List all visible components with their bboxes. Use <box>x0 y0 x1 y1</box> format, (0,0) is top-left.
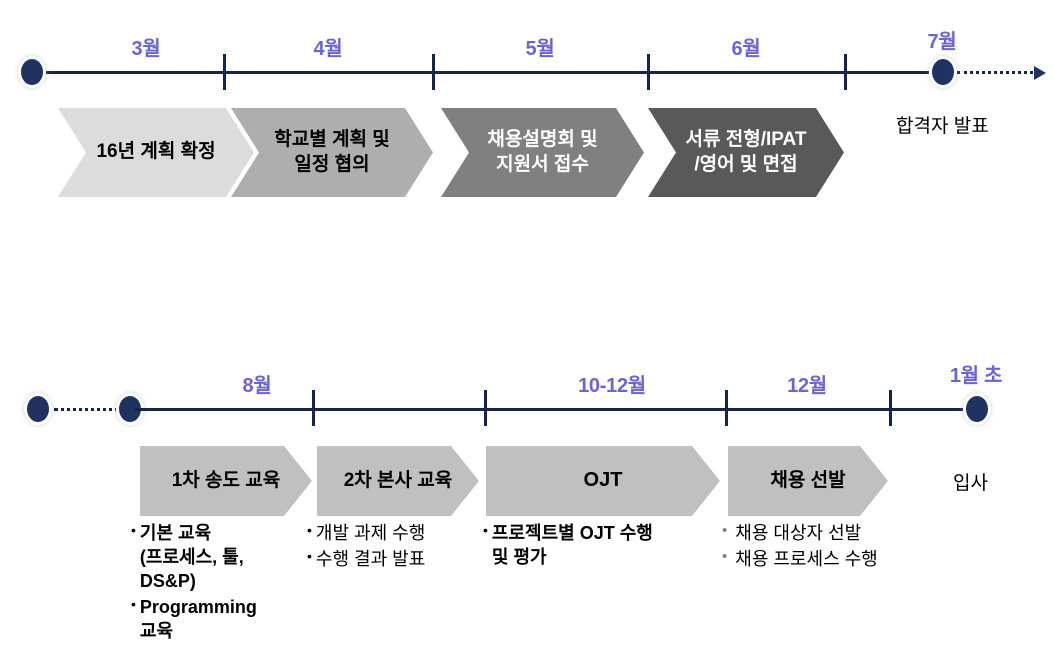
list-item-text: 수행 결과 발표 <box>315 549 426 570</box>
bottom-phase-label-3: 채용 선발 <box>770 469 846 491</box>
bottom-detail-group-0: • 기본 교육 (프로세스, 툴, DS&P) • Programming 교육 <box>131 521 311 646</box>
bottom-phase-chevron-3[interactable]: 채용 선발 <box>728 446 888 516</box>
top-phase-chevron-3[interactable]: 서류 전형/IPAT /영어 및 면접 <box>648 108 844 197</box>
top-month-label-1: 4월 <box>313 38 343 60</box>
top-phase-chevron-2[interactable]: 채용설명회 및 지원서 접수 <box>441 108 644 197</box>
top-start-node <box>21 59 43 85</box>
top-axis-arrow-icon <box>1034 66 1046 80</box>
top-end-note: 합격자 발표 <box>896 116 989 137</box>
bottom-axis-tick <box>484 390 487 426</box>
top-month-label-3: 6월 <box>731 38 761 60</box>
bottom-month-label-2: 12월 <box>787 375 827 397</box>
top-phase-chevron-0[interactable]: 16년 계획 확정 <box>58 108 254 197</box>
top-axis-tick <box>432 54 435 90</box>
list-item-text: 채용 대상자 선발 <box>735 523 862 543</box>
bottom-end-note: 입사 <box>953 473 988 494</box>
top-axis-line <box>28 71 946 74</box>
bullet-icon: • <box>307 522 312 538</box>
bottom-phase-label-1: 2차 본사 교육 <box>343 469 453 491</box>
bullet-icon: • <box>722 548 728 566</box>
bottom-phase-chevron-1[interactable]: 2차 본사 교육 <box>317 446 479 516</box>
list-item-text: Programming 교육 <box>139 597 257 642</box>
top-phase-label-1: 학교별 계획 및 일정 협의 <box>274 129 390 175</box>
list-item: • 개발 과제 수행 <box>307 521 487 545</box>
list-item: • 수행 결과 발표 <box>307 547 487 571</box>
bottom-month-label-0: 8월 <box>242 375 272 397</box>
top-axis-tick <box>844 54 847 90</box>
bullet-icon: • <box>483 522 488 538</box>
top-axis-dotted-tail <box>957 71 1033 74</box>
bottom-axis-dotted-lead <box>54 408 126 411</box>
list-item-text: 기본 교육 (프로세스, 툴, DS&P) <box>139 523 244 592</box>
top-phase-label-2: 채용설명회 및 지원서 접수 <box>487 129 598 175</box>
list-item: • 채용 프로세스 수행 <box>722 547 952 571</box>
bottom-detail-group-3: • 채용 대상자 선발 • 채용 프로세스 수행 <box>722 521 952 573</box>
top-phase-label-0: 16년 계획 확정 <box>96 141 216 163</box>
list-item: • 채용 대상자 선발 <box>722 521 952 545</box>
top-axis-tick <box>647 54 650 90</box>
list-item-text: 프로젝트별 OJT 수행 및 평가 <box>491 523 653 568</box>
top-month-label-2: 5월 <box>525 38 555 60</box>
bottom-month-label-1: 10-12월 <box>578 375 646 397</box>
bottom-phase-chevron-0[interactable]: 1차 송도 교육 <box>140 446 312 516</box>
top-phase-label-3: 서류 전형/IPAT /영어 및 면접 <box>685 129 807 175</box>
list-item: • 기본 교육 (프로세스, 툴, DS&P) <box>131 521 311 593</box>
top-month-label-4: 7월 <box>927 31 957 53</box>
bottom-axis-tick <box>889 390 892 426</box>
bottom-month-label-3: 1월 초 <box>949 365 1003 387</box>
bottom-axis-tick <box>312 390 315 426</box>
bottom-detail-group-2: • 프로젝트별 OJT 수행 및 평가 <box>483 521 703 571</box>
bullet-icon: • <box>131 596 136 613</box>
top-phase-chevron-1[interactable]: 학교별 계획 및 일정 협의 <box>231 108 433 197</box>
list-item: • Programming 교육 <box>131 595 311 643</box>
bottom-axis-tick <box>725 390 728 426</box>
list-item: • 프로젝트별 OJT 수행 및 평가 <box>483 521 703 569</box>
bottom-phase-label-2: OJT <box>583 469 623 492</box>
list-item-text: 개발 과제 수행 <box>315 523 426 543</box>
bottom-phase-label-0: 1차 송도 교육 <box>171 469 281 491</box>
bullet-icon: • <box>131 522 136 538</box>
bottom-prior-node <box>27 396 49 422</box>
bullet-icon: • <box>722 522 728 539</box>
bottom-axis-line <box>134 408 982 411</box>
list-item-text: 채용 프로세스 수행 <box>735 549 878 570</box>
bottom-end-node <box>966 396 988 422</box>
top-end-node <box>932 59 954 85</box>
top-axis-tick <box>223 54 226 90</box>
bottom-start-node <box>119 396 141 422</box>
top-month-label-0: 3월 <box>131 38 161 60</box>
bottom-phase-chevron-2[interactable]: OJT <box>486 446 720 516</box>
bullet-icon: • <box>307 548 312 565</box>
bottom-detail-group-1: • 개발 과제 수행 • 수행 결과 발표 <box>307 521 487 573</box>
